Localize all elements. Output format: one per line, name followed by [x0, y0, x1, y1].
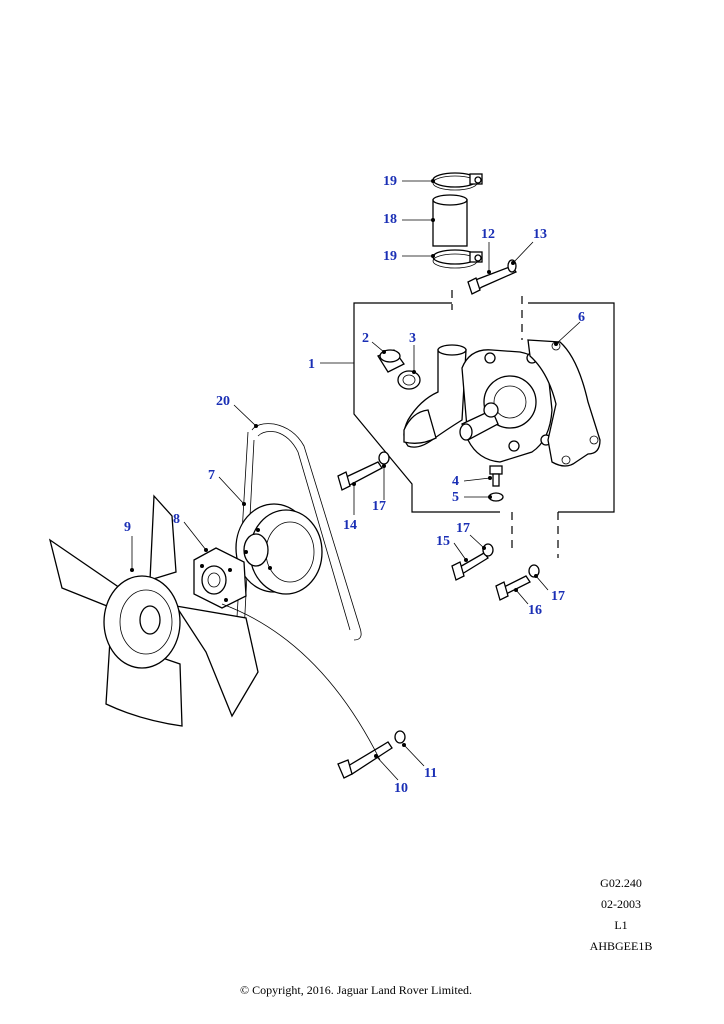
reference-date: 02-2003: [601, 897, 641, 911]
bolt-12: [467, 265, 517, 295]
hose-clamp-upper: [432, 172, 483, 191]
bolt-15: [451, 552, 489, 581]
callout-16: 16: [528, 603, 542, 618]
bolt-10: [337, 741, 393, 779]
group-bracket-frame: [353, 290, 615, 558]
coolant-hose: [432, 194, 468, 247]
seal-ring-3: [397, 370, 421, 390]
callout-4: 4: [452, 474, 459, 489]
reference-code: G02.240: [600, 876, 642, 890]
water-pump-pulley: [235, 503, 323, 595]
fan-belt-guide-line: [221, 603, 381, 761]
callout-20: 20: [216, 394, 230, 409]
callout-17-c: 17: [551, 589, 565, 604]
hose-clamp-lower: [432, 249, 483, 269]
washer-17-a: [378, 451, 390, 465]
callout-15: 15: [436, 534, 450, 549]
pump-gasket: [527, 339, 601, 467]
water-pump-body: [403, 344, 553, 463]
callout-17-a: 17: [372, 499, 386, 514]
washer-17-c: [528, 564, 540, 578]
bolt-4: [489, 465, 503, 487]
outlet-connector-2: [377, 349, 405, 373]
cooling-fan: [48, 494, 259, 727]
callout-9: 9: [124, 520, 131, 535]
callout-19-lower: 19: [383, 249, 397, 264]
washer-17-b: [482, 543, 494, 557]
reference-id: AHBGEE1B: [589, 939, 653, 953]
callout-6: 6: [578, 310, 585, 325]
copyright-notice: © Copyright, 2016. Jaguar Land Rover Lim…: [239, 983, 473, 997]
callout-3: 3: [409, 331, 416, 346]
callout-7: 7: [208, 468, 215, 483]
callout-10: 10: [394, 781, 408, 796]
callout-17-b: 17: [456, 521, 470, 536]
callout-8: 8: [173, 512, 180, 527]
reference-level: L1: [614, 918, 628, 932]
callout-5: 5: [452, 490, 459, 505]
callout-1: 1: [308, 357, 315, 372]
washer-11: [394, 730, 406, 744]
viscous-coupling: [193, 547, 247, 609]
leader-lines: [130, 179, 581, 781]
callout-11: 11: [424, 766, 438, 781]
callout-2: 2: [362, 331, 369, 346]
callout-14: 14: [343, 518, 357, 533]
callout-12: 12: [481, 227, 495, 242]
bolt-14: [337, 461, 383, 491]
callout-19-upper: 19: [383, 174, 397, 189]
callout-18: 18: [383, 212, 397, 227]
callout-13: 13: [533, 227, 547, 242]
bolt-16: [495, 575, 531, 601]
